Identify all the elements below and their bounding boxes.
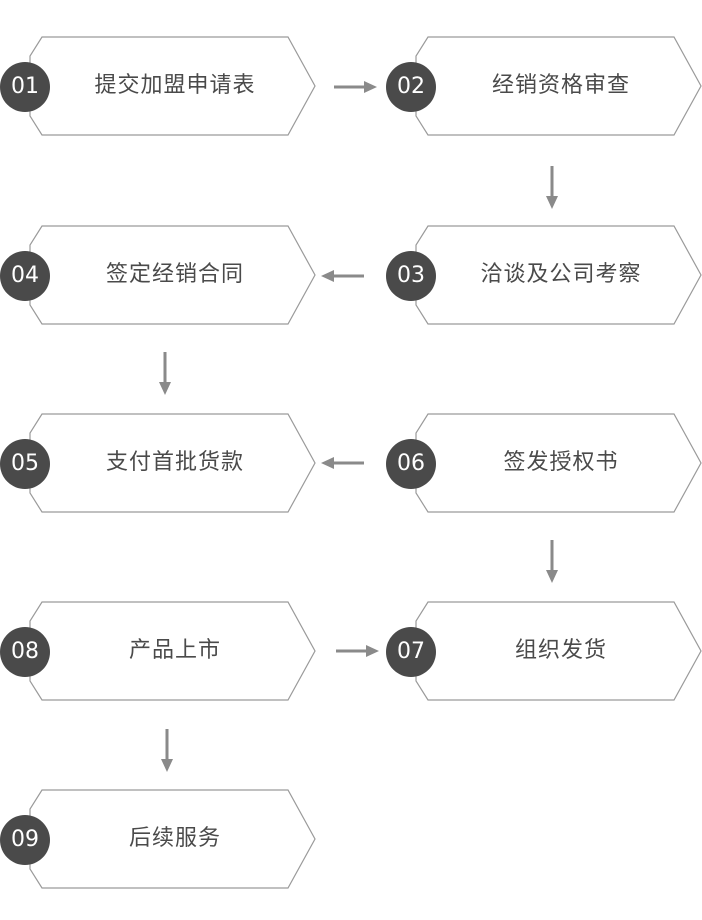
step-01: 01 提交加盟申请表 (0, 36, 316, 136)
step-03: 03 洽谈及公司考察 (386, 225, 702, 325)
step-03-number-badge: 03 (386, 251, 436, 301)
step-09-label: 后续服务 (128, 826, 221, 851)
step-02: 02 经销资格审查 (386, 36, 702, 136)
step-01-number-badge: 01 (0, 62, 50, 112)
step-08-label: 产品上市 (128, 638, 221, 663)
arrow-02-to-03 (546, 166, 558, 209)
step-06-number-badge: 06 (386, 439, 436, 489)
step-07-number-badge: 07 (386, 627, 436, 677)
step-05-label: 支付首批货款 (105, 450, 244, 475)
arrow-06-to-05 (321, 457, 364, 469)
step-02-number-badge: 02 (386, 62, 436, 112)
arrow-08-to-09 (161, 729, 173, 772)
step-01-label: 提交加盟申请表 (94, 73, 256, 98)
step-04: 04 签定经销合同 (0, 225, 316, 325)
step-04-number-badge: 04 (0, 251, 50, 301)
step-09-number-badge: 09 (0, 815, 50, 865)
step-03-label: 洽谈及公司考察 (480, 262, 642, 287)
step-02-label: 经销资格审查 (491, 73, 630, 98)
arrow-06-to-07 (546, 540, 558, 583)
step-06: 06 签发授权书 (386, 413, 702, 513)
step-05-number-badge: 05 (0, 439, 50, 489)
step-06-label: 签发授权书 (503, 450, 619, 475)
step-09: 09 后续服务 (0, 789, 316, 889)
step-07-label: 组织发货 (514, 638, 607, 663)
step-08: 08 产品上市 (0, 601, 316, 701)
step-08-number-badge: 08 (0, 627, 50, 677)
arrow-03-to-04 (321, 270, 364, 282)
arrow-08-to-07 (336, 645, 379, 657)
step-04-label: 签定经销合同 (105, 262, 244, 287)
arrow-04-to-05 (159, 352, 171, 395)
step-05: 05 支付首批货款 (0, 413, 316, 513)
arrow-01-to-02 (334, 81, 377, 93)
step-07: 07 组织发货 (386, 601, 702, 701)
